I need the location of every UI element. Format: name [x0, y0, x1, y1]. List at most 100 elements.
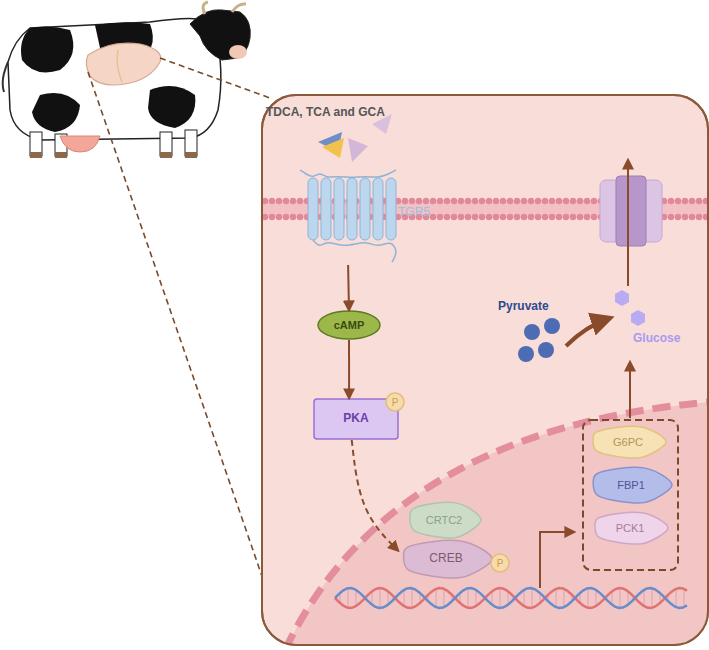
- dna-strand: [335, 588, 687, 608]
- membrane-lipid: [479, 214, 485, 220]
- node-label: G6PC: [613, 436, 643, 448]
- cow-illustration: [60, 136, 100, 152]
- dna-rung: [436, 589, 437, 607]
- membrane-lipid: [563, 198, 569, 204]
- membrane-lipid: [570, 214, 576, 220]
- receptor-helix: [373, 178, 383, 240]
- dna-rung: [564, 589, 565, 607]
- dna-strand: [335, 588, 687, 608]
- transcription-arrow: [540, 532, 574, 588]
- receptor-loop: [313, 240, 396, 262]
- dna-rung: [380, 588, 381, 608]
- dna-rung: [468, 588, 469, 608]
- cow-illustration: [86, 43, 160, 85]
- cow-illustration: [185, 152, 197, 158]
- receptor-helix: [386, 178, 396, 240]
- membrane-lipid: [458, 198, 464, 204]
- receptor-loop: [300, 170, 396, 177]
- membrane-lipid: [290, 214, 296, 220]
- cow-illustration: [117, 50, 122, 82]
- second-messenger: cAMP: [317, 310, 381, 340]
- membrane-lipid: [521, 214, 527, 220]
- gene-product-shape: [593, 467, 672, 503]
- receptor-helix: [321, 178, 331, 240]
- ligand-label: TDCA, TCA and GCA: [266, 106, 385, 119]
- cow-illustration: [148, 86, 195, 128]
- cow-illustration: [3, 62, 8, 92]
- second-messenger-shape: [318, 311, 380, 339]
- membrane-lipid: [472, 198, 478, 204]
- pyruvate-molecule: [524, 324, 540, 340]
- gene-product: FBP1: [588, 465, 674, 505]
- membrane-lipid: [451, 198, 457, 204]
- pyruvate-molecule: [518, 346, 534, 362]
- membrane-lipid: [416, 198, 422, 204]
- membrane-lipid: [696, 214, 702, 220]
- membrane-lipid: [584, 198, 590, 204]
- membrane-lipid: [556, 198, 562, 204]
- dna-rung: [444, 589, 445, 607]
- membrane-lipid: [556, 214, 562, 220]
- transcription-factor-shape: [403, 540, 492, 578]
- node-label: P: [392, 397, 399, 408]
- membrane-lipid: [486, 198, 492, 204]
- cow-illustration: [190, 10, 250, 60]
- membrane-lipid: [549, 214, 555, 220]
- membrane-lipid: [283, 214, 289, 220]
- membrane-lipid: [290, 198, 296, 204]
- pyruvate-molecule: [538, 342, 554, 358]
- membrane-lipid: [297, 198, 303, 204]
- membrane-lipid: [689, 214, 695, 220]
- pyruvate-molecule: [544, 318, 560, 334]
- membrane-lipid: [591, 214, 597, 220]
- membrane-lipid: [500, 214, 506, 220]
- zoom-line: [88, 58, 270, 585]
- cow-illustration: [21, 26, 73, 72]
- gene-product-arrow: [629, 362, 631, 418]
- cow-illustration: [30, 152, 42, 158]
- phosphate-badge-shape: [386, 393, 404, 411]
- dna-rung: [356, 590, 357, 606]
- node-label: FBP1: [617, 479, 645, 491]
- membrane-lipid: [521, 198, 527, 204]
- membrane-lipid: [430, 214, 436, 220]
- node-label: P: [497, 558, 504, 569]
- dna-rung: [596, 590, 597, 606]
- membrane-lipid: [535, 214, 541, 220]
- membrane-lipid: [682, 214, 688, 220]
- dna-rung: [500, 588, 501, 608]
- kinase-box-shape: [314, 399, 398, 439]
- gene-product-shape: [595, 512, 668, 544]
- cell-interior: [262, 198, 708, 645]
- phosphate-badge: P: [490, 553, 510, 573]
- transcription-factor: CREBP: [398, 538, 494, 580]
- cow-illustration: [232, 4, 246, 12]
- receptor-helix: [360, 178, 370, 240]
- membrane-lipid: [507, 214, 513, 220]
- glucose-molecule: [631, 310, 645, 326]
- receptor-helix: [300, 170, 396, 262]
- dna-helix: [335, 588, 687, 608]
- dna-rung: [676, 589, 677, 607]
- membrane-lipid: [668, 214, 674, 220]
- membrane-lipid: [577, 198, 583, 204]
- dna-rung: [476, 590, 477, 606]
- membrane-lipid: [528, 214, 534, 220]
- membrane-lipid: [535, 198, 541, 204]
- coactivator: CRTC2: [405, 500, 483, 540]
- membrane-lipid: [269, 198, 275, 204]
- membrane-lipid: [402, 198, 408, 204]
- membrane-lipid: [437, 198, 443, 204]
- membrane-lipid: [528, 198, 534, 204]
- membrane-lipid: [500, 198, 506, 204]
- node-label: cAMP: [334, 319, 365, 331]
- membrane-lipid: [479, 198, 485, 204]
- phosphate-badge: P: [385, 392, 405, 412]
- cow-illustration: [32, 93, 80, 132]
- membrane-lipid: [514, 214, 520, 220]
- dna-rung: [532, 588, 533, 608]
- membrane-lipid: [269, 214, 275, 220]
- membrane-lipid: [570, 198, 576, 204]
- cow-illustration: [8, 18, 221, 140]
- glucose-transporter: [616, 176, 646, 246]
